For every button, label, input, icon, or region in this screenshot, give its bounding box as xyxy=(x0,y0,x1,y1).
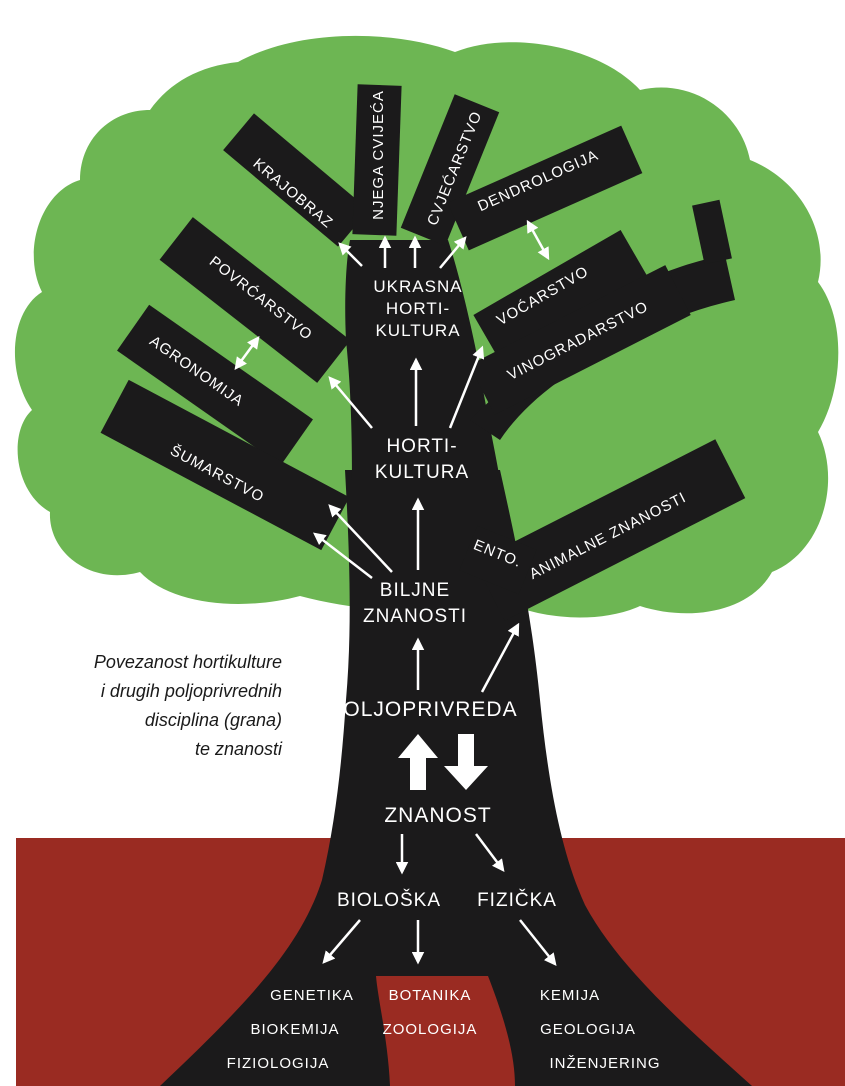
branch-agronomija xyxy=(117,304,313,466)
root-biokemija: BIOKEMIJA xyxy=(250,1021,339,1038)
arrow-to-sumarstvo xyxy=(313,532,373,579)
caption-line3: disciplina (grana) xyxy=(144,710,282,730)
arrow-to-animalne xyxy=(480,622,520,693)
branch-ento xyxy=(459,525,537,595)
root-zoologija: ZOOLOGIJA xyxy=(383,1021,478,1038)
node-horti-line2: KULTURA xyxy=(375,462,469,483)
root-inzenjering: INŽENJERING xyxy=(549,1055,660,1072)
node-biljne-line1: BILJNE xyxy=(380,580,450,601)
arrow-to-genetika xyxy=(322,919,361,964)
caption-line4: te znanosti xyxy=(194,739,282,759)
branch-njega-cvijeca xyxy=(352,84,402,236)
branch-dendro-tail xyxy=(692,199,732,265)
branch-animalne xyxy=(474,439,746,621)
node-biljne-line2: ZNANOSTI xyxy=(363,606,467,627)
node-horti-line1: HORTI- xyxy=(386,436,457,457)
branch-krajobraz xyxy=(223,113,369,247)
arrow-to-dendrologija xyxy=(439,236,467,269)
branch-central xyxy=(345,240,500,480)
branch-povrcarstvo xyxy=(159,217,351,383)
caption-line1: Povezanost hortikulture xyxy=(93,652,282,672)
node-znanost: ZNANOST xyxy=(384,804,491,827)
root-kemija: KEMIJA xyxy=(540,987,600,1004)
arrow-to-krajobraz xyxy=(338,242,363,267)
root-geologija: GEOLOGIJA xyxy=(540,1021,636,1038)
node-ukrasna-line3: KULTURA xyxy=(375,321,460,340)
big-down-arrow xyxy=(444,734,488,790)
arrow-dendro-vocarstvo xyxy=(526,219,550,261)
branch-sumarstvo xyxy=(100,379,350,551)
caption: Povezanost hortikulture i drugih poljopr… xyxy=(20,648,282,764)
arrow-to-agronomija xyxy=(328,504,393,573)
root-botanika: BOTANIKA xyxy=(389,987,472,1004)
caption-line2: i drugih poljoprivrednih xyxy=(100,681,282,701)
arrow-to-fizicka xyxy=(475,833,505,872)
node-ukrasna-line1: UKRASNA xyxy=(373,277,462,296)
root-fiziologija: FIZIOLOGIJA xyxy=(227,1055,330,1072)
node-fizicka: FIZIČKA xyxy=(477,889,557,911)
branch-cvjecarstvo xyxy=(400,94,500,246)
big-up-arrow xyxy=(398,734,438,790)
branch-vinogradarstvo xyxy=(469,265,691,415)
arrow-to-vocarstvo xyxy=(448,345,485,429)
arrow-to-kemija xyxy=(519,919,557,966)
arrow-to-povrcarstvo xyxy=(328,376,373,429)
arrows xyxy=(234,219,557,966)
root-genetika: GENETIKA xyxy=(270,987,354,1004)
node-poljoprivreda: POLJOPRIVREDA xyxy=(328,698,517,721)
node-ukrasna-line2: HORTI- xyxy=(386,299,450,318)
node-bioloska: BIOLOŠKA xyxy=(337,889,441,911)
label-njega-cvijeca: NJEGA CVIJEĆA xyxy=(370,90,387,220)
branch-dendrologija xyxy=(447,125,643,251)
branch-vocarstvo xyxy=(473,229,647,361)
arrow-povrcarstvo-agronomija xyxy=(234,335,260,371)
